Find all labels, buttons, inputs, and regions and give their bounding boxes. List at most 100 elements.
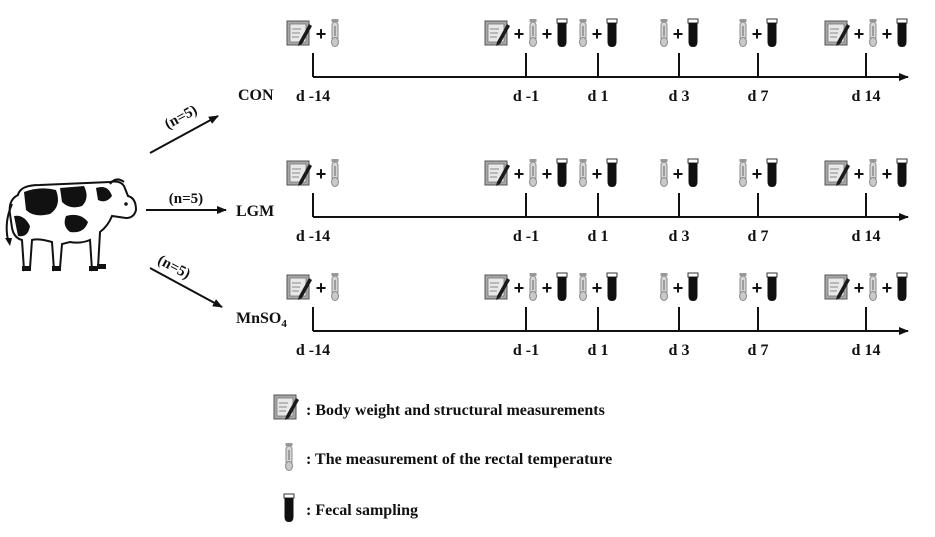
- timelines: d -14+d -1++d 1+d 3+d 7+d 14++d -14+d -1…: [286, 18, 909, 359]
- fecal-tube-icon: [556, 18, 568, 48]
- notebook-icon: [273, 394, 300, 421]
- thermometer-icon: [528, 18, 538, 48]
- fecal-tube-icon: [606, 18, 618, 48]
- arrow-mnso4: [149, 267, 223, 308]
- day-label: d 3: [669, 88, 690, 105]
- day-label: d -14: [296, 342, 330, 359]
- plus-sign: +: [882, 24, 893, 44]
- plus-sign: +: [854, 24, 865, 44]
- notebook-icon: [824, 274, 851, 301]
- thermometer-icon: [528, 272, 538, 302]
- thermometer-icon: [868, 158, 878, 188]
- legend-text-fecal-sampling: : Fecal sampling: [306, 502, 418, 519]
- thermometer-icon: [528, 158, 538, 188]
- legend-item-body-weight: : Body weight and structural measurement…: [273, 394, 605, 421]
- thermometer-icon: [330, 18, 340, 48]
- thermometer-icon: [330, 272, 340, 302]
- plus-sign: +: [673, 278, 684, 298]
- notebook-icon: [286, 160, 313, 187]
- day-label: d 1: [588, 342, 609, 359]
- thermometer-icon: [578, 18, 588, 48]
- thermometer-icon: [659, 272, 669, 302]
- notebook-icon: [286, 274, 313, 301]
- fecal-tube-icon: [556, 272, 568, 302]
- day-label: d 7: [748, 228, 769, 245]
- plus-sign: +: [542, 278, 553, 298]
- plus-sign: +: [514, 164, 525, 184]
- thermometer-icon: [738, 272, 748, 302]
- fecal-tube-icon: [606, 272, 618, 302]
- thermometer-icon: [578, 158, 588, 188]
- n-label-mnso4: (n=5): [155, 252, 193, 282]
- fecal-tube-icon: [766, 272, 778, 302]
- n-label-lgm: (n=5): [169, 191, 203, 207]
- thermometer-icon: [578, 272, 588, 302]
- plus-sign: +: [592, 24, 603, 44]
- plus-sign: +: [673, 24, 684, 44]
- group-arrows: (n=5) (n=5) (n=5) CON LGM MnSO4: [146, 87, 287, 330]
- plus-sign: +: [752, 278, 763, 298]
- fecal-tube-icon: [687, 18, 699, 48]
- day-label: d 1: [588, 228, 609, 245]
- fecal-tube-icon: [896, 18, 908, 48]
- day-label: d -1: [513, 342, 539, 359]
- group-label-lgm: LGM: [236, 203, 274, 220]
- legend-item-rectal-temperature: : The measurement of the rectal temperat…: [284, 442, 612, 472]
- day-label: d 7: [748, 88, 769, 105]
- fecal-tube-icon: [896, 158, 908, 188]
- thermometer-icon: [659, 158, 669, 188]
- notebook-icon: [484, 160, 511, 187]
- day-label: d 14: [852, 88, 881, 105]
- thermometer-icon: [284, 442, 294, 472]
- day-label: d -1: [513, 228, 539, 245]
- legend-item-fecal-sampling: : Fecal sampling: [283, 493, 418, 523]
- plus-sign: +: [514, 278, 525, 298]
- fecal-tube-icon: [283, 493, 295, 523]
- plus-sign: +: [752, 24, 763, 44]
- fecal-tube-icon: [687, 272, 699, 302]
- thermometer-icon: [738, 18, 748, 48]
- plus-sign: +: [854, 164, 865, 184]
- plus-sign: +: [514, 24, 525, 44]
- plus-sign: +: [673, 164, 684, 184]
- fecal-tube-icon: [606, 158, 618, 188]
- plus-sign: +: [882, 278, 893, 298]
- plus-sign: +: [592, 164, 603, 184]
- timeline-mnso4: d -14 + d -1 + + d 1 + d 3 + d 7 + d 14 + +: [286, 272, 909, 359]
- plus-sign: +: [316, 278, 327, 298]
- day-label: d 3: [669, 228, 690, 245]
- notebook-icon: [484, 20, 511, 47]
- fecal-tube-icon: [896, 272, 908, 302]
- day-label: d -1: [513, 88, 539, 105]
- thermometer-icon: [868, 272, 878, 302]
- day-label: d -14: [296, 228, 330, 245]
- arrow-con: [149, 115, 219, 154]
- timeline-lgm: d -14+d -1++d 1+d 3+d 7+d 14++: [286, 158, 909, 245]
- day-label: d -14: [296, 88, 330, 105]
- legend-text-body-weight: : Body weight and structural measurement…: [306, 402, 605, 419]
- plus-sign: +: [854, 278, 865, 298]
- day-label: d 14: [852, 342, 881, 359]
- plus-sign: +: [316, 24, 327, 44]
- fecal-tube-icon: [766, 158, 778, 188]
- notebook-icon: [484, 274, 511, 301]
- plus-sign: +: [316, 164, 327, 184]
- plus-sign: +: [542, 24, 553, 44]
- fecal-tube-icon: [556, 158, 568, 188]
- day-label: d 14: [852, 228, 881, 245]
- calf-illustration: [5, 178, 138, 272]
- thermometer-icon: [330, 158, 340, 188]
- notebook-icon: [824, 20, 851, 47]
- plus-sign: +: [542, 164, 553, 184]
- fecal-tube-icon: [766, 18, 778, 48]
- legend: : Body weight and structural measurement…: [273, 394, 612, 523]
- notebook-icon: [824, 160, 851, 187]
- group-label-mnso4: MnSO4: [236, 310, 287, 330]
- plus-sign: +: [752, 164, 763, 184]
- plus-sign: +: [592, 278, 603, 298]
- day-label: d 3: [669, 342, 690, 359]
- notebook-icon: [286, 20, 313, 47]
- day-label: d 7: [748, 342, 769, 359]
- legend-text-rectal-temperature: : The measurement of the rectal temperat…: [306, 451, 612, 468]
